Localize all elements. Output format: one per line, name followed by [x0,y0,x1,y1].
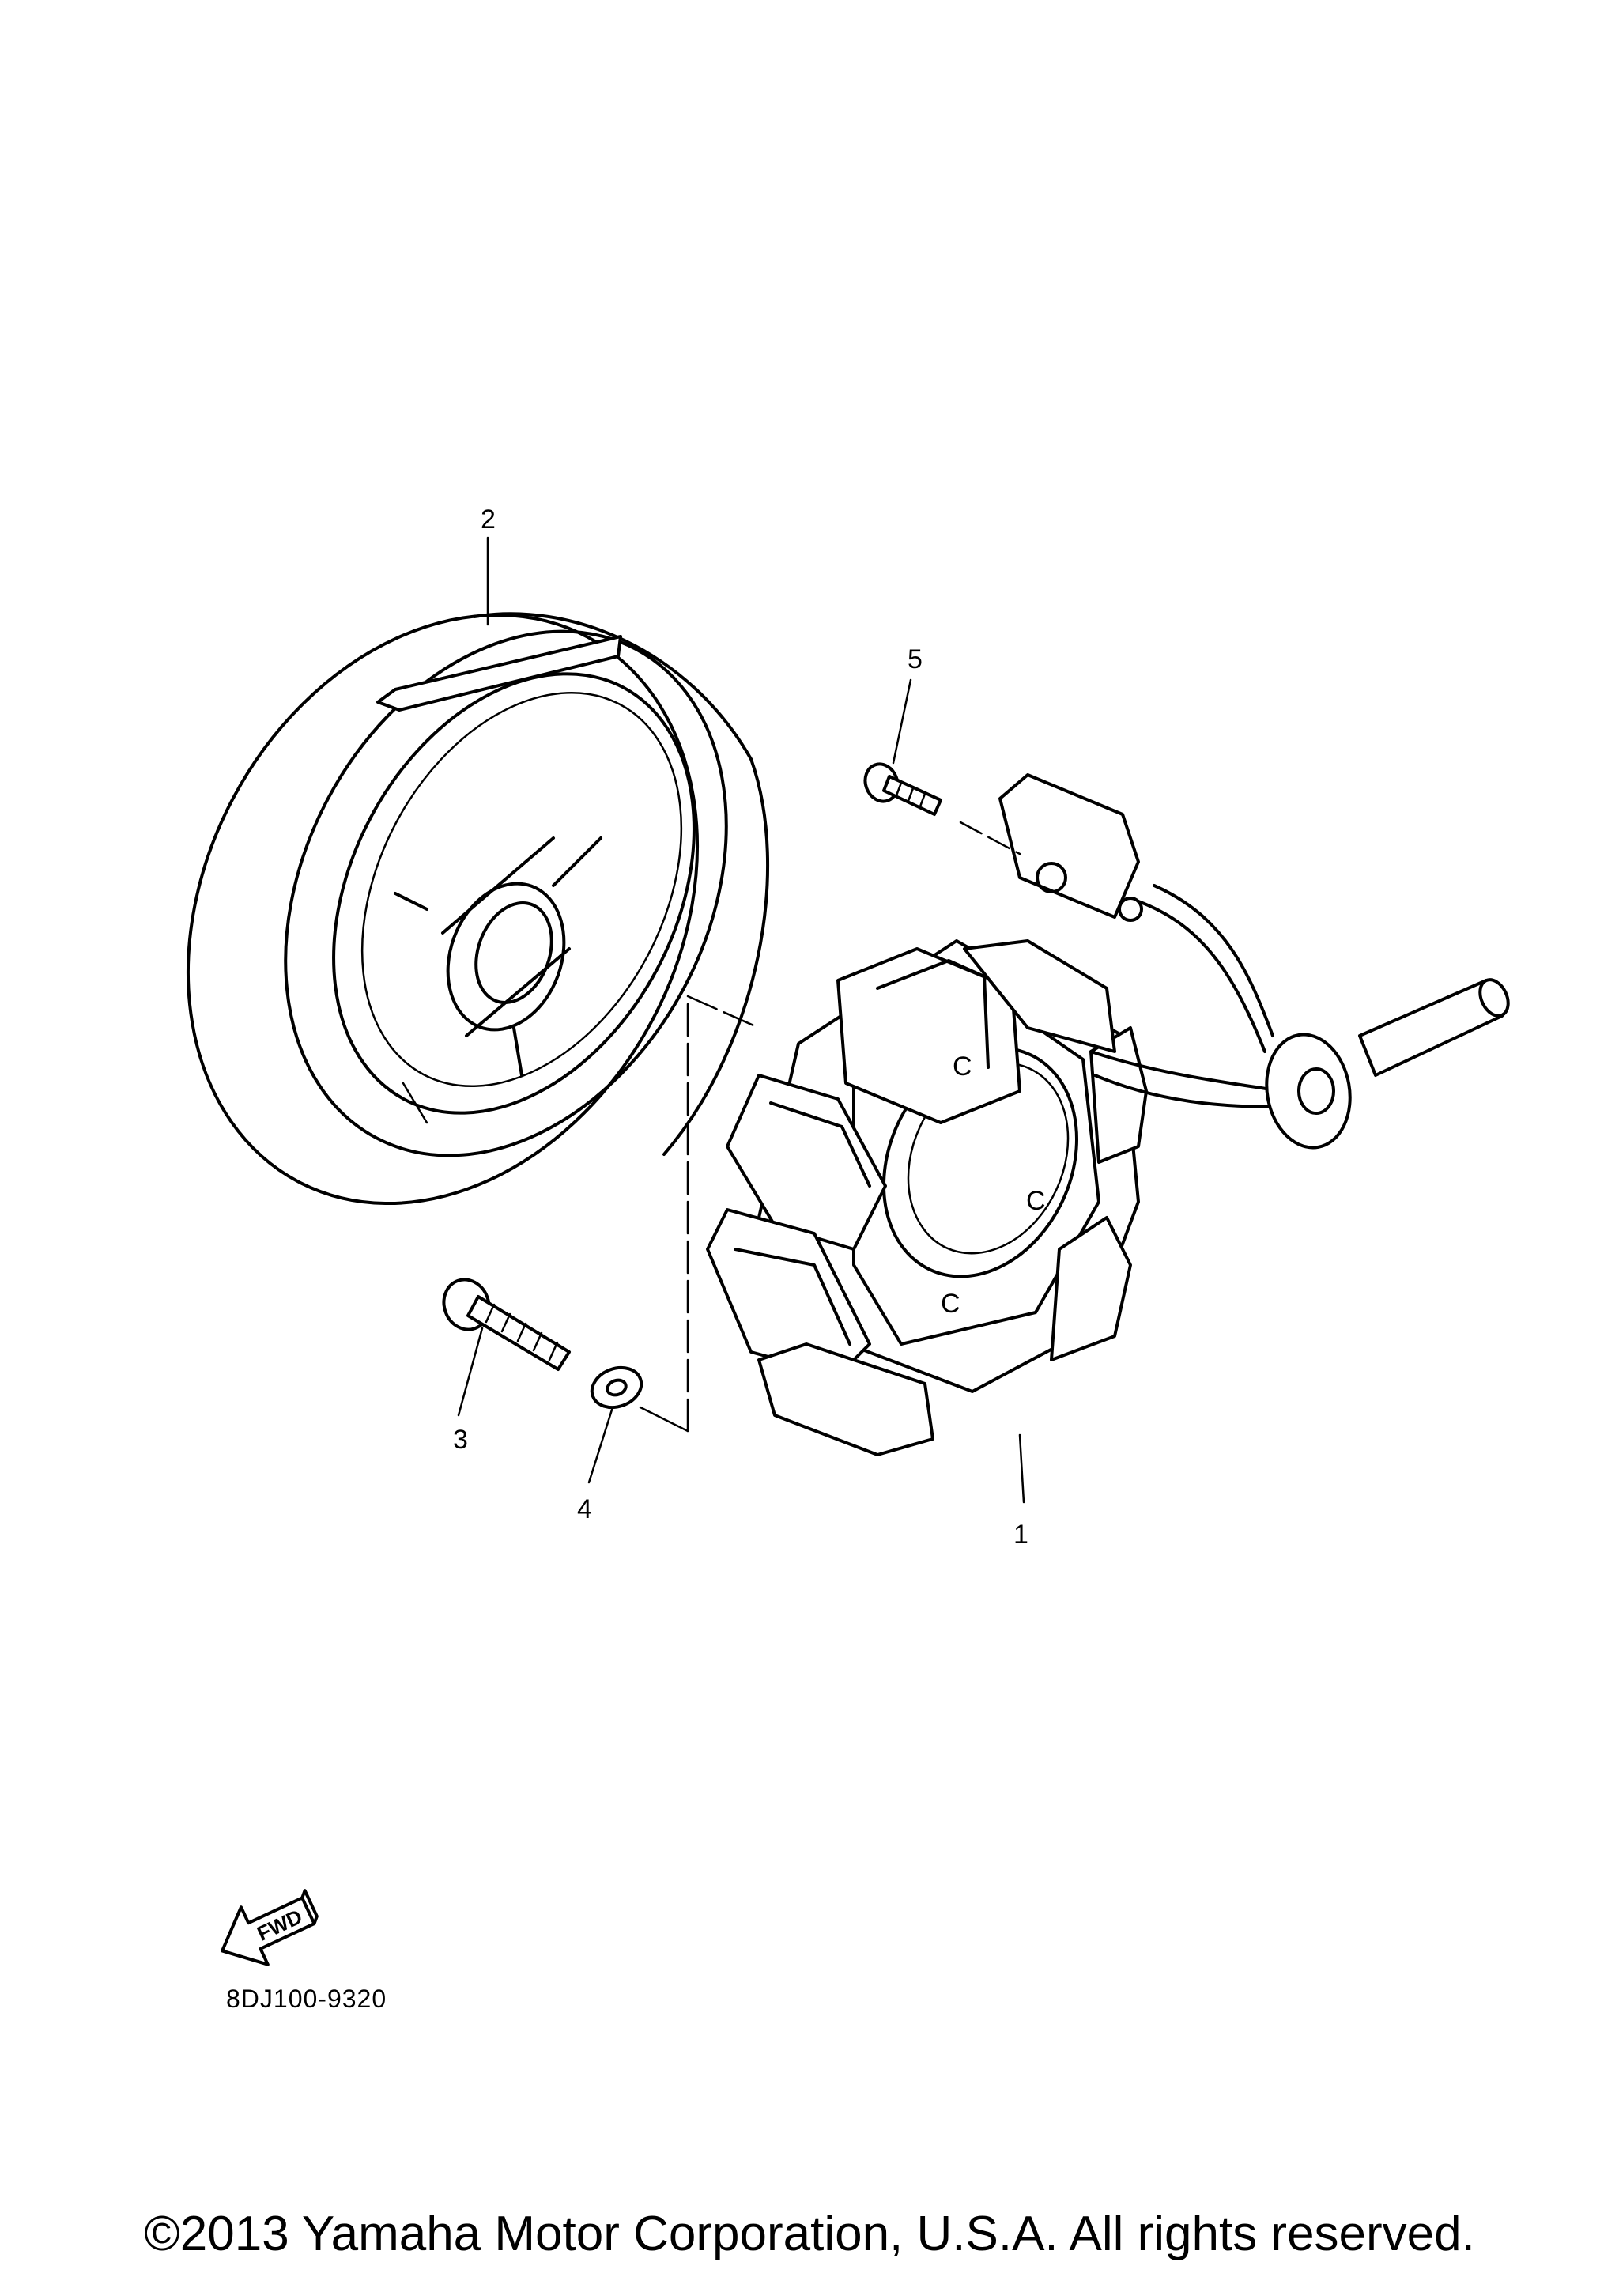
diagram-code: 8DJ100-9320 [226,1984,387,2013]
alignment-line-washer [639,1406,689,1433]
callout-1: 1 [1013,1520,1028,1550]
alignment-line-screw [959,821,1021,855]
bolt-part-3[interactable] [437,1273,571,1371]
stator-mark-c-1: C [953,1052,972,1082]
callout-5: 5 [908,644,923,674]
leader-line-1 [1018,1433,1025,1504]
callout-4: 4 [577,1494,592,1524]
stator-mark-c-3: C [941,1289,960,1319]
callout-2: 2 [481,504,496,534]
alignment-line [686,995,760,1433]
flywheel-rotor[interactable] [89,526,813,1293]
leader-line-5 [892,678,912,765]
copyright-notice: ©2013 Yamaha Motor Corporation, U.S.A. A… [144,2207,1475,2261]
stator-mark-c-2: C [1026,1186,1046,1216]
leader-line-4 [587,1406,614,1484]
fwd-arrow-icon: FWD [221,1889,319,1966]
leader-line-3 [457,1327,484,1417]
callout-3: 3 [453,1425,468,1455]
screw-part-5[interactable] [860,760,942,816]
washer-part-4[interactable] [587,1361,647,1414]
stator-assembly[interactable] [706,773,1514,1456]
